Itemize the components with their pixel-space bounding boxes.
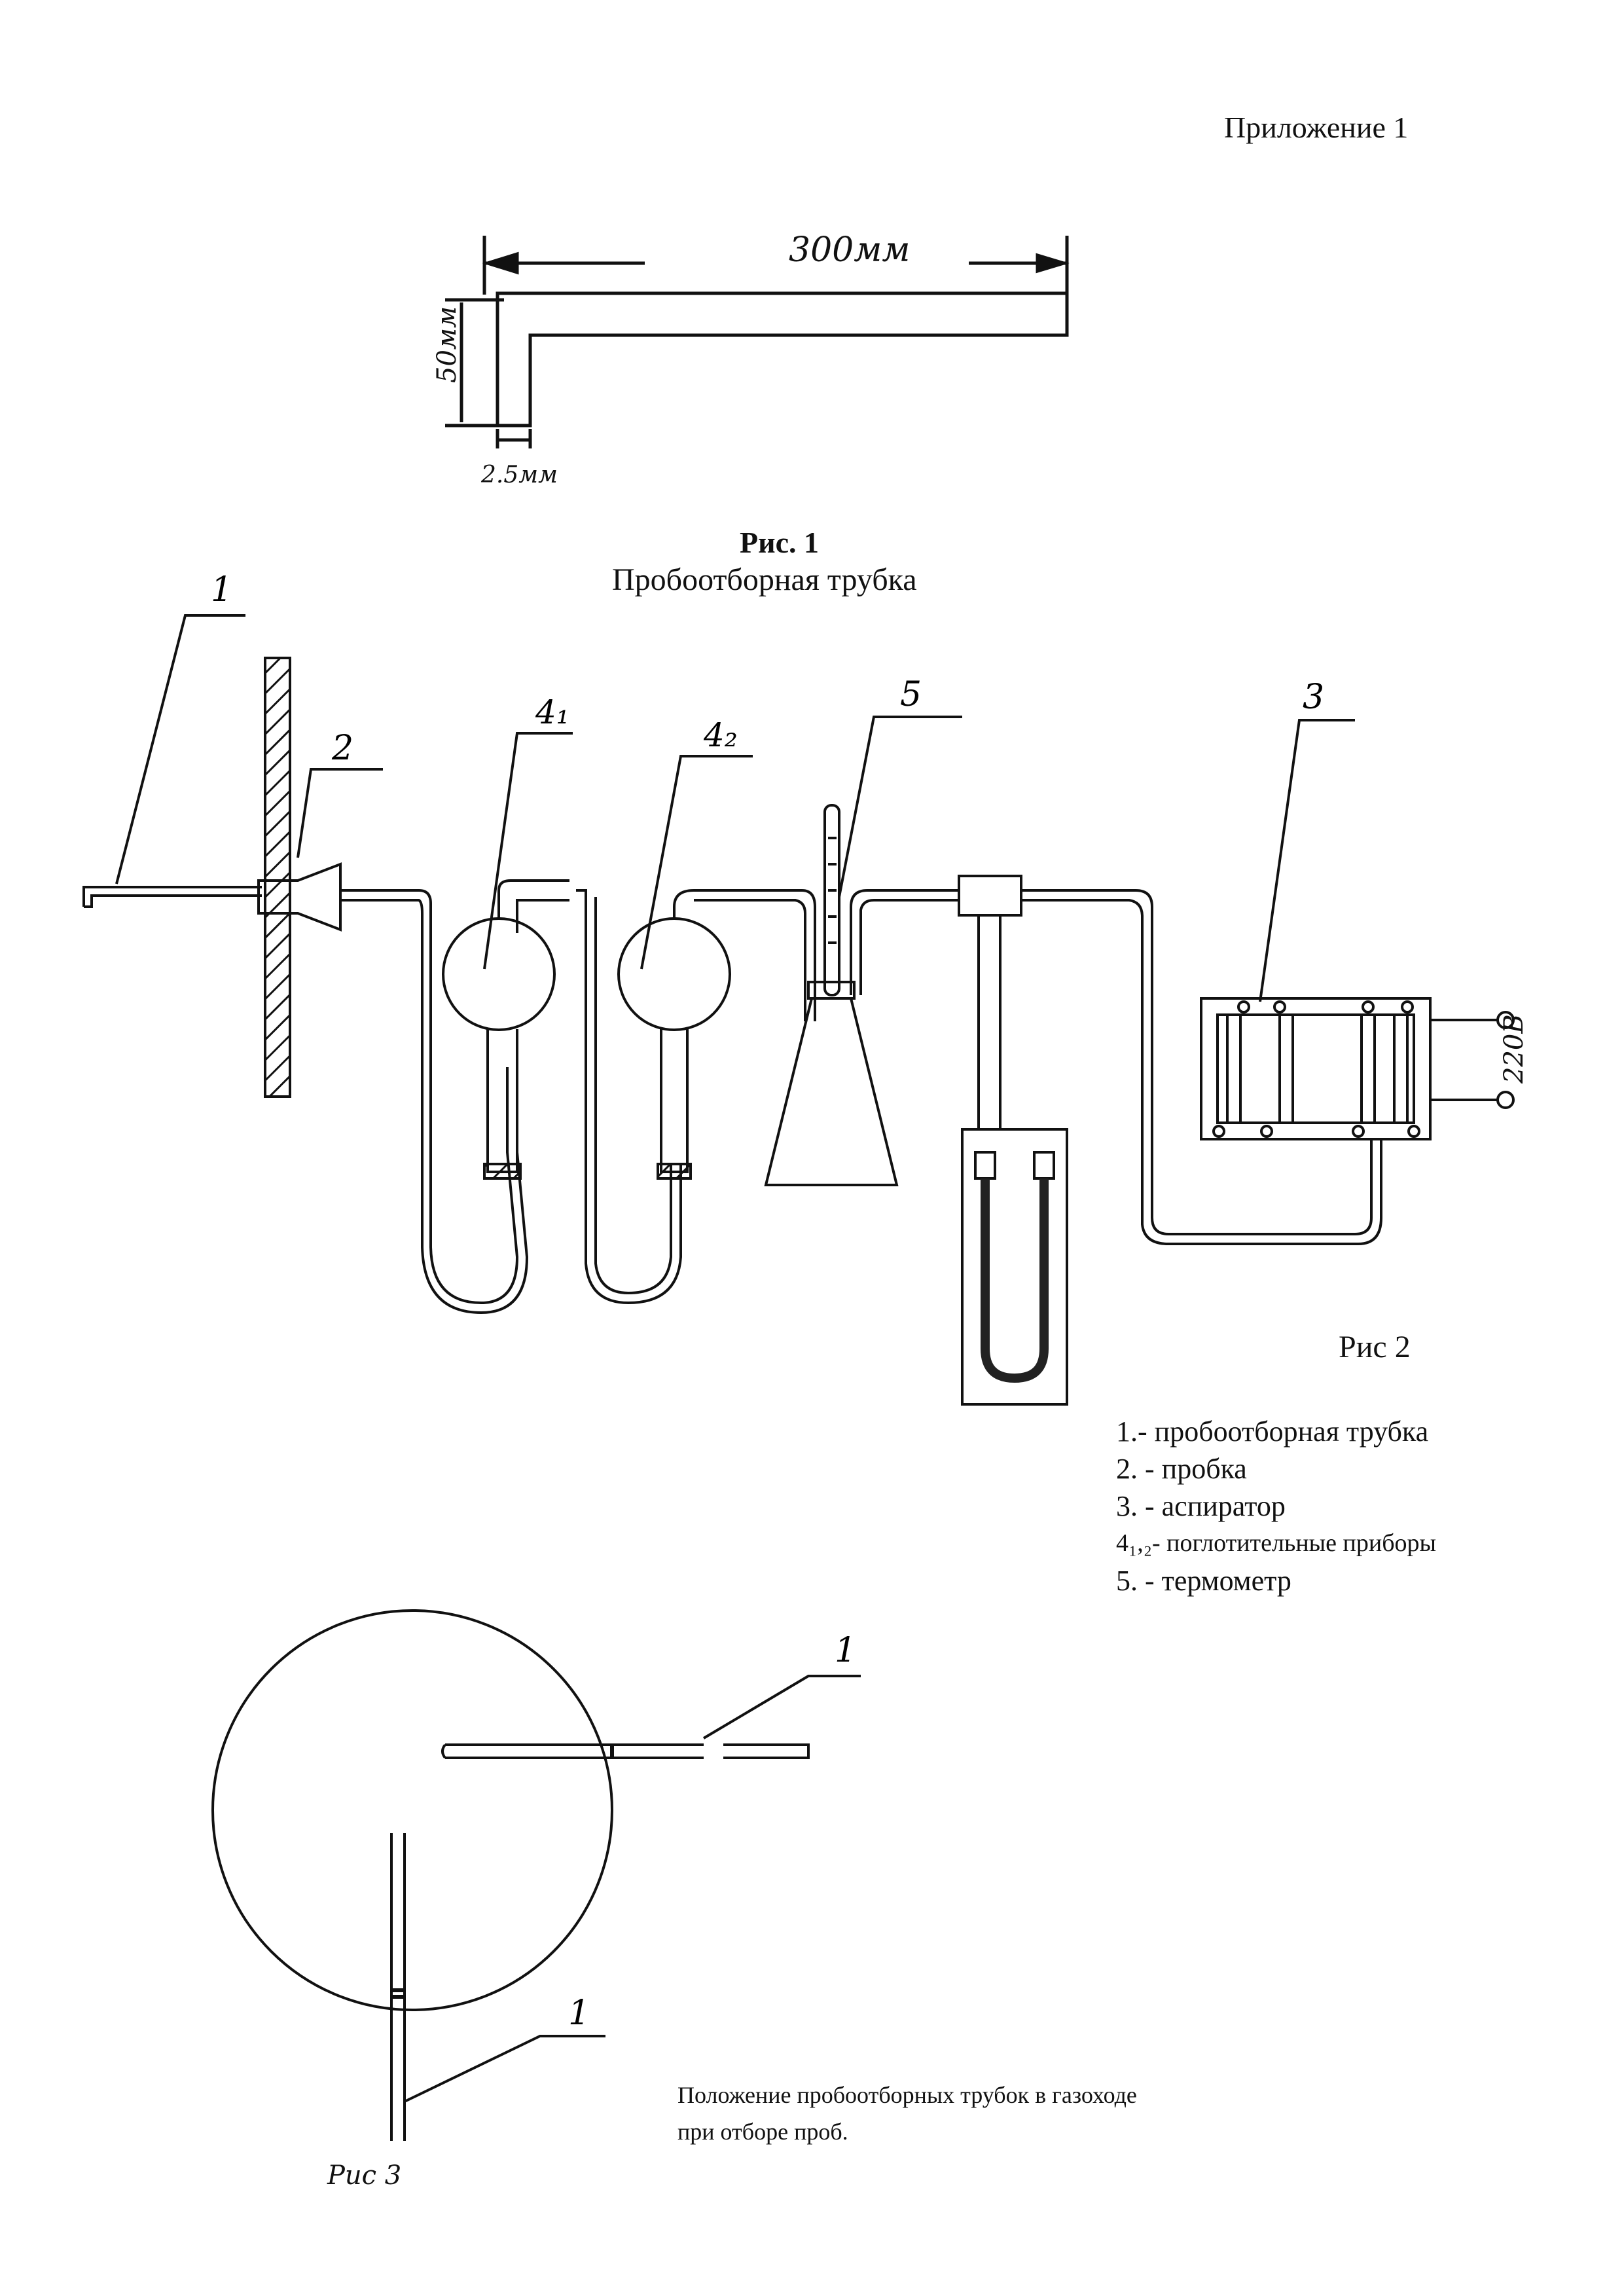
callout-2: 2 (331, 729, 353, 768)
appendix-label: Приложение 1 (1224, 111, 1409, 144)
figure-2-legend: 1.- пробоотборная трубка 2. - пробка 3. … (1116, 1413, 1436, 1599)
legend-item: 1.- пробоотборная трубка (1116, 1415, 1429, 1448)
thermometer (823, 804, 840, 996)
duct-wall (264, 657, 291, 1098)
dim-length-300: 300мм (789, 230, 911, 270)
callout-3: 3 (1303, 678, 1324, 717)
caption-line-1: Положение пробоотборных трубок в газоход… (677, 2082, 1137, 2108)
legend-item: 4₁,₂- поглотительные приборы (1116, 1529, 1437, 1557)
sampling-tube (82, 886, 262, 908)
callout-4-2: 4₂ (703, 716, 738, 754)
leader-1 (115, 614, 245, 884)
callout-4-1: 4₁ (535, 693, 569, 731)
caption-line-2: при отборе проб. (677, 2119, 848, 2145)
dim-diameter-2-5: 2.5мм (481, 462, 558, 488)
legend-item: 3. - аспиратор (1116, 1490, 1286, 1522)
callout-1: 1 (211, 570, 232, 610)
figure-1-title: Рис. 1 (740, 526, 820, 559)
vertical-probe (390, 1833, 406, 2141)
tee-connector (958, 875, 1022, 917)
callout-1-vertical: 1 (568, 1994, 590, 2033)
legend-item: 2. - пробка (1116, 1453, 1247, 1485)
stopper (257, 862, 342, 932)
manometer (961, 1128, 1068, 1406)
legend-item: 5. - термометр (1116, 1565, 1291, 1597)
figure-3-label: Рис 3 (327, 2160, 402, 2191)
callout-5: 5 (900, 675, 922, 714)
horizontal-probe (441, 1743, 704, 1759)
figure-1-subtitle: Пробоотборная трубка (612, 562, 917, 597)
aspirator (1200, 997, 1432, 1140)
figure-3-caption: Положение пробоотборных трубок в газоход… (677, 2077, 1137, 2150)
gas-duct-cross-section (211, 1609, 613, 2011)
figure-2-label: Рис 2 (1339, 1330, 1411, 1364)
callout-1-horizontal: 1 (835, 1631, 856, 1670)
